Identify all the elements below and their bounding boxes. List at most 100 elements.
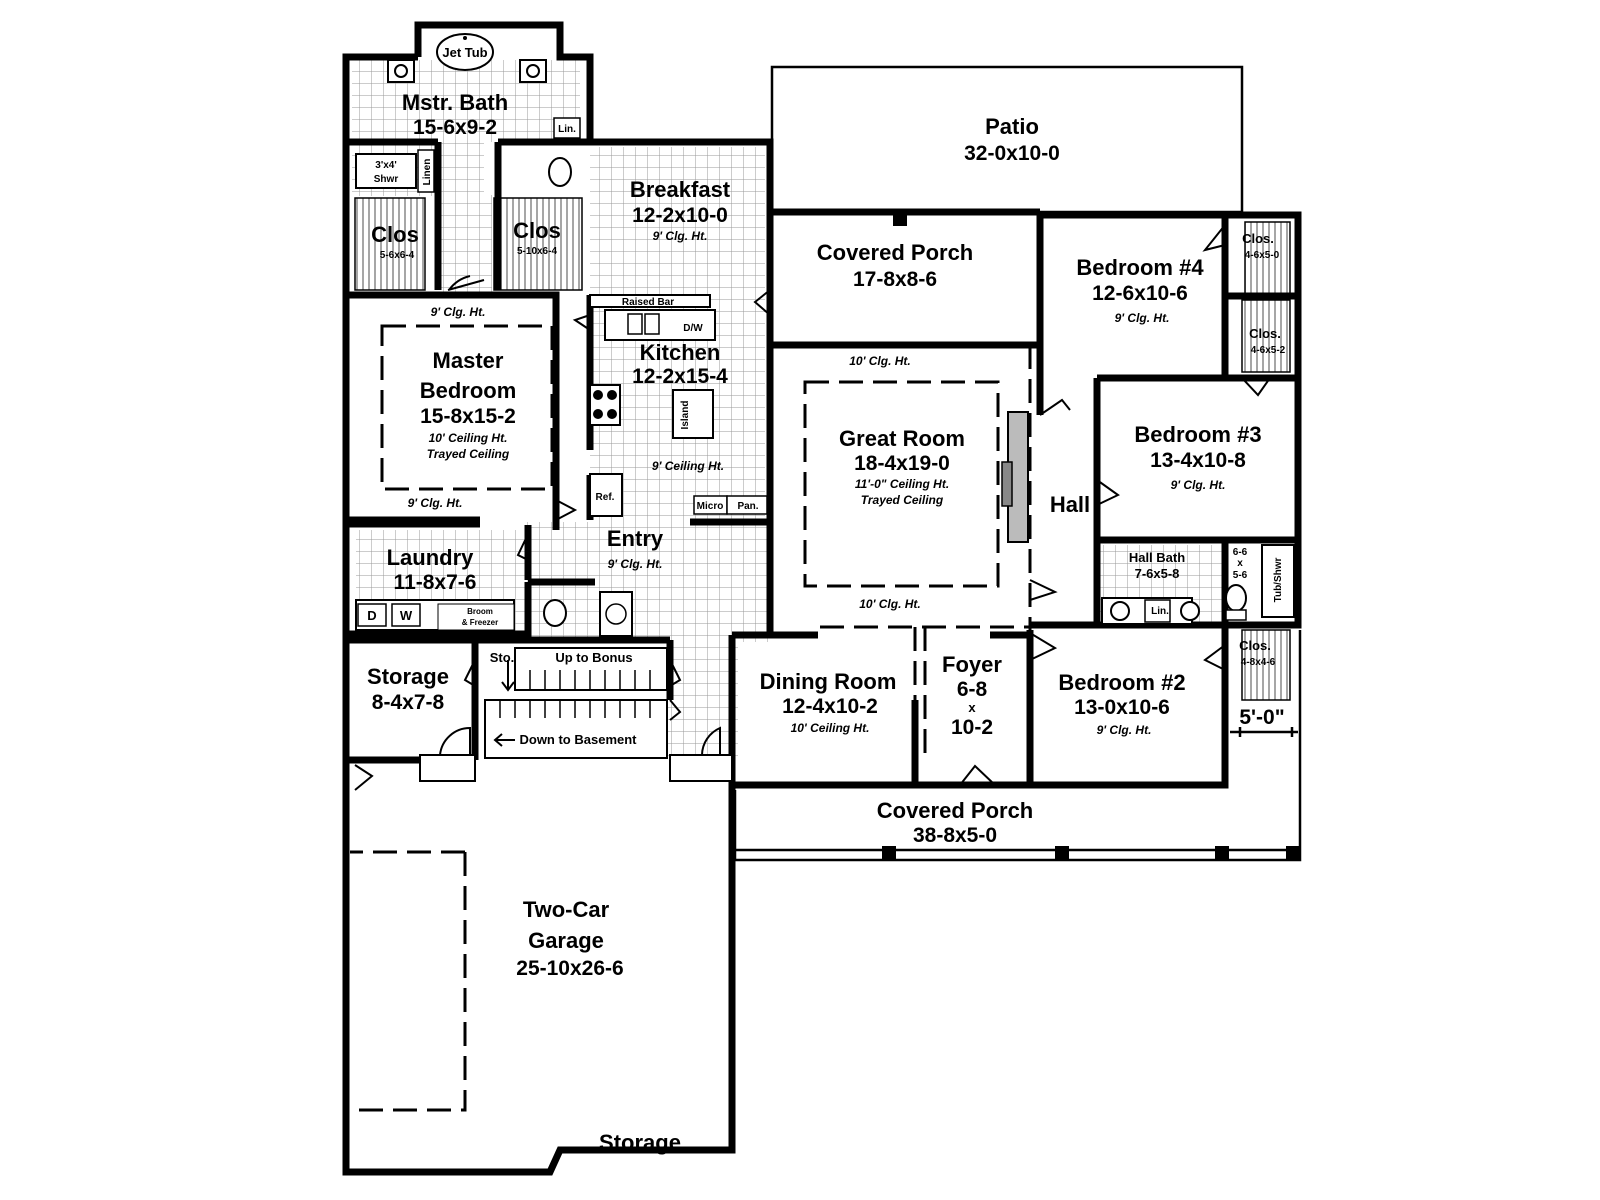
laundry-dim: 11-8x7-6 [394,571,477,594]
entry-clg: 9' Clg. Ht. [608,557,663,571]
bedroom2-name: Bedroom #2 [1058,670,1185,695]
closet-right-shelf [493,197,583,291]
garage-dim: 25-10x26-6 [516,957,623,980]
clos-b2-name: Clos. [1239,638,1271,653]
bedroom3-clg: 9' Clg. Ht. [1171,478,1226,492]
great-room-dim: 18-4x19-0 [854,452,950,475]
covered-porch-back-name: Covered Porch [817,240,974,265]
tub-shower-label: Tub/Shwr [1273,557,1284,602]
master-clg-bottom: 9' Clg. Ht. [408,496,463,510]
dining-room-name: Dining Room [760,669,897,694]
foyer-dim-x: x [968,700,976,715]
kitchen-clg: 9' Ceiling Ht. [652,459,724,473]
covered-porch-front-dim: 38-8x5-0 [913,824,997,847]
closet-b3-shelf [1241,299,1291,373]
fixtures [355,33,1295,637]
master-dim: 15-8x15-2 [420,405,516,428]
fireplace [1001,411,1029,543]
stairs [419,647,733,782]
bedroom2-clg: 9' Clg. Ht. [1097,723,1152,737]
linen-label: Linen [422,159,433,186]
dining-room-clg: 10' Ceiling Ht. [791,721,870,735]
dishwasher-label: D/W [683,323,703,334]
clos-b4-name: Clos. [1242,231,1274,246]
covered-porch-front-name: Covered Porch [877,798,1034,823]
great-room-clg: 11'-0" Ceiling Ht. [855,477,949,491]
dryer-label: D [367,608,376,623]
ref-label: Ref. [596,492,615,503]
breakfast-dim: 12-2x10-0 [632,204,728,227]
entry-name: Entry [607,526,664,551]
foyer-name: Foyer [942,652,1002,677]
garage-storage-label: Storage [599,1130,681,1155]
pantry-label: Pan. [737,501,758,512]
up-to-bonus-label: Up to Bonus [555,650,632,665]
micro-label: Micro [697,501,724,512]
storage-small-dim: 8-4x7-8 [372,691,445,714]
great-room-ceiling-type: Trayed Ceiling [861,493,944,507]
shower-dim-2: 5-6 [1233,570,1248,581]
garage-name-1: Two-Car [523,897,610,922]
covered-porch-back-dim: 17-8x8-6 [853,268,937,291]
great-room-clg-top: 10' Clg. Ht. [849,354,911,368]
bedroom4-dim: 12-6x10-6 [1092,282,1188,305]
hall-bath-dim: 7-6x5-8 [1135,566,1180,581]
porches [733,65,1302,862]
washer-label: W [400,608,413,623]
bedroom3-dim: 13-4x10-8 [1150,449,1246,472]
kitchen-dim: 12-2x15-4 [632,365,728,388]
island-label: Island [680,401,691,430]
great-room-trayed-ceiling [803,380,1000,588]
mstr-bath-linen-label: Lin. [558,124,576,135]
clos-right-dim: 5-10x6-4 [517,246,557,257]
broom-label-1: Broom [467,607,493,616]
hall-bath-name: Hall Bath [1129,550,1185,565]
porch-width-label: 5'-0" [1239,706,1284,729]
master-name-1: Master [433,348,504,373]
broom-label-2: & Freezer [462,618,498,627]
bedroom3-name: Bedroom #3 [1134,422,1261,447]
garage-name-2: Garage [528,928,604,953]
master-name-2: Bedroom [420,378,517,403]
hall-bath-linen-label: Lin. [1151,606,1169,617]
bedroom4-clg: 9' Clg. Ht. [1115,311,1170,325]
shower-size-label: 3'x4' [375,160,396,171]
shower-dim-1: 6-6 [1233,547,1248,558]
patio-name: Patio [985,114,1039,139]
foyer-dim-2: 10-2 [951,716,993,739]
clos-left-dim: 5-6x6-4 [380,250,415,261]
clos-b2-dim: 4-8x4-6 [1241,657,1276,668]
mstr-bath-name: Mstr. Bath [402,90,508,115]
bedroom4-name: Bedroom #4 [1076,255,1204,280]
clos-b3-dim: 4-6x5-2 [1251,345,1286,356]
dining-room-dim: 12-4x10-2 [782,695,878,718]
mstr-bath-dim: 15-6x9-2 [413,116,497,139]
closet-b4-shelf [1244,221,1291,295]
closet-b2-shelf [1241,629,1291,701]
master-clg: 10' Ceiling Ht. [429,431,508,445]
closet-left-shelf [354,197,426,291]
laundry-name: Laundry [387,545,475,570]
master-ceiling-type: Trayed Ceiling [427,447,510,461]
foyer-dim-1: 6-8 [957,678,988,701]
jet-tub-label: Jet Tub [442,45,487,60]
sto-label: Sto. [490,650,515,665]
door-swings [354,224,1271,791]
breakfast-clg: 9' Clg. Ht. [653,229,708,243]
great-room-name: Great Room [839,426,965,451]
master-trayed-ceiling [380,324,554,491]
clos-b4-dim: 4-6x5-0 [1245,250,1280,261]
bedroom2-dim: 13-0x10-6 [1074,696,1170,719]
shower-dim-x: x [1237,558,1243,569]
clos-left-name: Clos [371,222,419,247]
foyer-columns [913,627,927,760]
down-to-basement-label: Down to Basement [519,732,637,747]
hall-label: Hall [1050,492,1090,517]
storage-small-name: Storage [367,664,449,689]
clos-b3-name: Clos. [1249,326,1281,341]
kitchen-name: Kitchen [640,340,721,365]
patio-dim: 32-0x10-0 [964,142,1060,165]
clos-right-name: Clos [513,218,561,243]
garage-parking-outline [350,850,467,1112]
